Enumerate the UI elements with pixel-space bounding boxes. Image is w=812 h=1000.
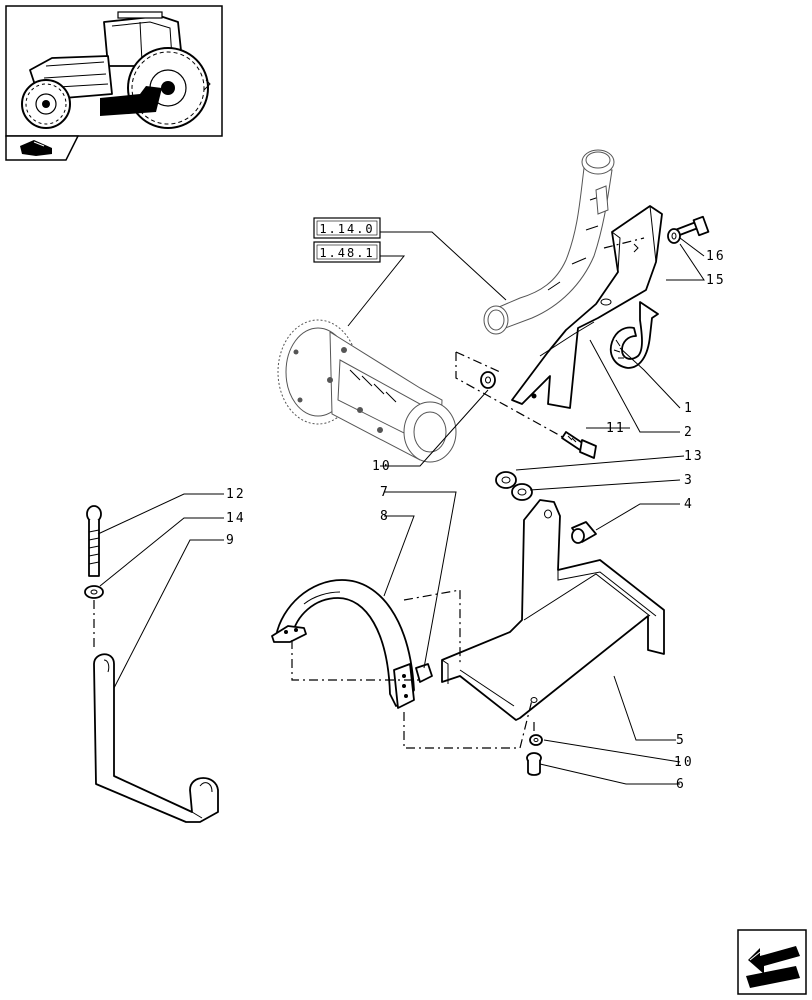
callout-10-upper: 10: [372, 459, 392, 474]
callout-leaders: [97, 237, 705, 785]
transmission-housing: [277, 319, 457, 463]
callout-16: 16: [706, 249, 726, 264]
section-tab-icon[interactable]: [5, 135, 80, 161]
hose-clamp: [609, 301, 659, 369]
strap-8: [271, 579, 433, 709]
callout-9: 9: [226, 533, 236, 548]
callout-1: 1: [684, 401, 694, 416]
callout-3: 3: [684, 473, 694, 488]
bolt-11: [561, 431, 597, 459]
bolt-12: [86, 505, 102, 577]
next-page-arrow-icon[interactable]: [737, 929, 807, 995]
tractor-thumbnail-icon: [5, 5, 223, 137]
callout-4: 4: [684, 497, 694, 512]
callout-12: 12: [226, 487, 246, 502]
callout-15: 15: [706, 273, 726, 288]
reference-box-2[interactable]: 1.48.1: [313, 241, 381, 263]
tank-support-5: [441, 499, 665, 721]
washer-10-lower: [529, 734, 543, 746]
callout-5: 5: [676, 733, 686, 748]
reference-label: 1.14.0: [319, 222, 374, 236]
callout-7: 7: [380, 485, 390, 500]
callout-6: 6: [676, 777, 686, 792]
washer-13: [495, 471, 517, 489]
support-bracket: [511, 205, 663, 409]
screw-6: [526, 752, 542, 776]
washer-15: [667, 228, 681, 244]
callout-2: 2: [684, 425, 694, 440]
callout-10-lower: 10: [674, 755, 694, 770]
callout-14: 14: [226, 511, 246, 526]
callout-13: 13: [684, 449, 704, 464]
callout-8: 8: [380, 509, 390, 524]
washer-14: [84, 585, 104, 599]
spacer-4: [571, 521, 597, 544]
washer-3: [511, 483, 533, 501]
callout-11: 11: [606, 421, 626, 436]
washer-10-upper: [480, 371, 496, 389]
rod-bracket-9: [93, 653, 219, 823]
callout-labels: 1 2 3 4 5 6 7 8 9 10 10 11 12 13 14 15 1…: [226, 249, 726, 792]
reference-box-1[interactable]: 1.14.0: [313, 217, 381, 239]
filler-pipe: [483, 149, 615, 335]
reference-label: 1.48.1: [319, 246, 374, 260]
